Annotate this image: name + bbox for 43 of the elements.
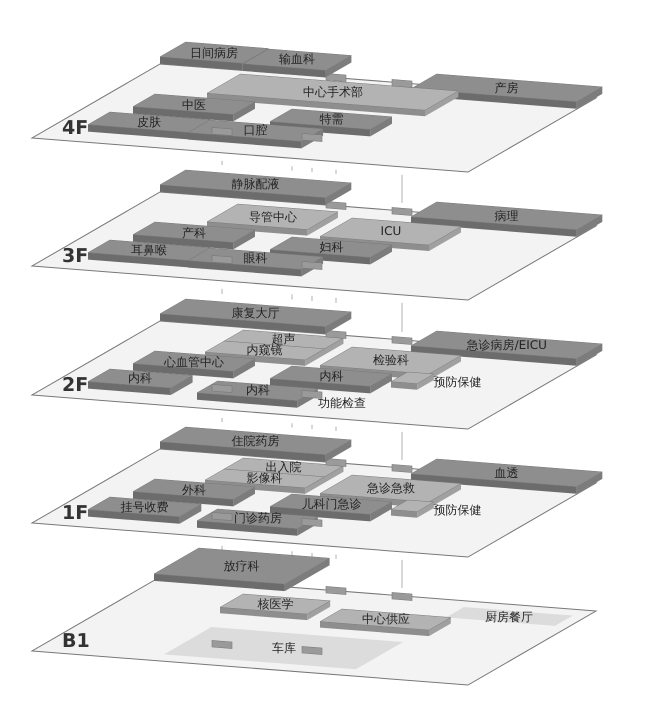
department-name: 心血管中心 (164, 354, 224, 369)
floor-label: 4F (62, 118, 88, 138)
department-name: 内科 (128, 371, 152, 386)
department-name: 中心手术部 (302, 85, 363, 100)
department-name: 产科 (182, 226, 206, 240)
department-name: 特需 (319, 112, 344, 126)
department-name: 急诊病房/EICU (466, 338, 547, 352)
department-name: 中心供应 (362, 612, 410, 626)
department-name: 日间病房 (190, 46, 238, 60)
department-name: 导管中心 (248, 210, 297, 224)
department-name: 中医 (182, 98, 206, 112)
department-name: 输血科 (279, 52, 316, 66)
floor-label: 2F (62, 375, 88, 395)
floor-label: 3F (62, 246, 88, 266)
department-name: 预防保健 (433, 374, 482, 389)
department-name: 功能检查 (318, 396, 366, 410)
department-name: 核医学 (257, 597, 294, 612)
department-name: 挂号收费 (120, 500, 169, 514)
department-name: 儿科门急诊 (301, 497, 362, 512)
department-name: 检验科 (372, 353, 409, 368)
department-name: 静脉配液 (232, 177, 280, 192)
department-name: 病理 (494, 209, 519, 224)
department-name: 妇科 (319, 240, 344, 254)
department-name: 预防保健 (433, 502, 482, 517)
department-name: 车库 (272, 641, 296, 656)
department-name: 住院药房 (232, 434, 280, 448)
floor-label: 1F (62, 503, 88, 523)
department-name: 放疗科 (223, 558, 260, 573)
department-name: 皮肤 (136, 115, 161, 130)
department-name: 厨房餐厅 (485, 610, 534, 624)
department-name: 内科 (246, 383, 270, 398)
department-name: 外科 (182, 482, 206, 497)
department-name: 急诊急救 (366, 481, 415, 496)
floor-label: B1 (62, 631, 90, 651)
department-name: 康复大厅 (232, 306, 280, 320)
department-name: 血透 (494, 466, 519, 480)
department-name: 眼科 (244, 251, 268, 266)
department-name: 产房 (494, 81, 519, 96)
department-name: 门诊药房 (234, 511, 282, 526)
department-name: 耳鼻喉 (130, 243, 167, 258)
department-name: 口腔 (244, 123, 268, 138)
department-name: ICU (380, 224, 402, 238)
department-name: 内科 (319, 369, 344, 384)
